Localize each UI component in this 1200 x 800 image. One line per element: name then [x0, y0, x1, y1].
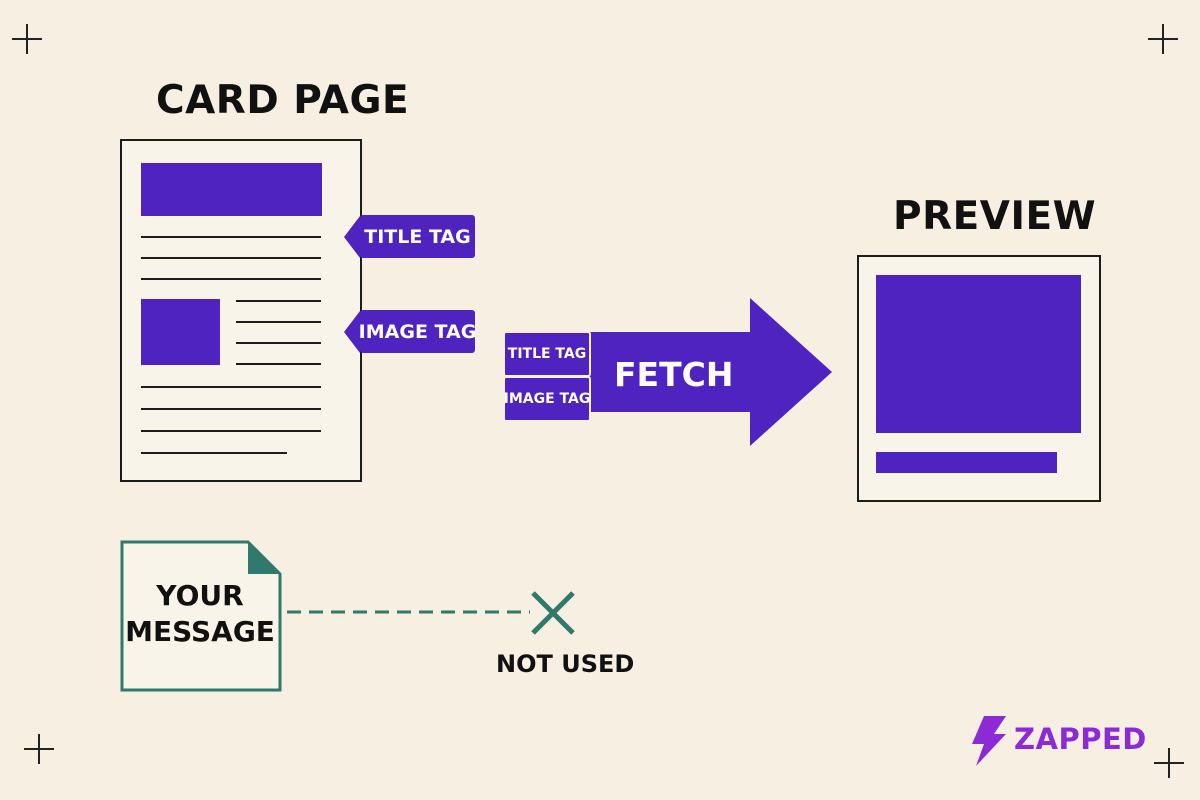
lightning-bolt-icon [972, 716, 1006, 766]
text-line [141, 236, 321, 238]
not-used-label: NOT USED [496, 650, 635, 678]
text-line [141, 257, 321, 259]
card-page-heading: CARD PAGE [156, 78, 410, 123]
image-tag-pointer: IMAGE TAG [344, 310, 476, 353]
text-line [141, 386, 321, 388]
preview-image [876, 275, 1081, 433]
crop-mark-bottom-left [24, 734, 54, 764]
preview-heading: PREVIEW [893, 194, 1097, 239]
card-page-document [120, 139, 362, 482]
message-label-line1: YOUR [156, 579, 244, 612]
text-line [141, 452, 287, 454]
image-block [141, 299, 220, 365]
crop-mark-top-left [12, 24, 42, 54]
not-used-connector [287, 591, 575, 635]
text-line [236, 363, 321, 365]
fetch-image-tag: IMAGE TAG [503, 376, 591, 422]
message-label-line2: MESSAGE [125, 615, 275, 648]
text-line [141, 408, 321, 410]
crop-mark-bottom-right [1154, 748, 1184, 778]
preview-title-bar [876, 452, 1057, 473]
fetch-label: FETCH [614, 355, 734, 394]
text-line [141, 278, 321, 280]
crop-mark-top-right [1148, 24, 1178, 54]
message-label: YOUR MESSAGE [122, 578, 278, 650]
text-line [236, 342, 321, 344]
title-tag-pointer: TITLE TAG [344, 215, 475, 258]
message-document-icon [120, 540, 282, 692]
text-line [236, 300, 321, 302]
fetch-arrow [560, 298, 832, 446]
text-line [236, 321, 321, 323]
text-line [141, 430, 321, 432]
brand-name: ZAPPED [1014, 722, 1147, 756]
preview-card [857, 255, 1101, 502]
title-block [141, 163, 322, 216]
fetch-title-tag: TITLE TAG [503, 331, 591, 377]
